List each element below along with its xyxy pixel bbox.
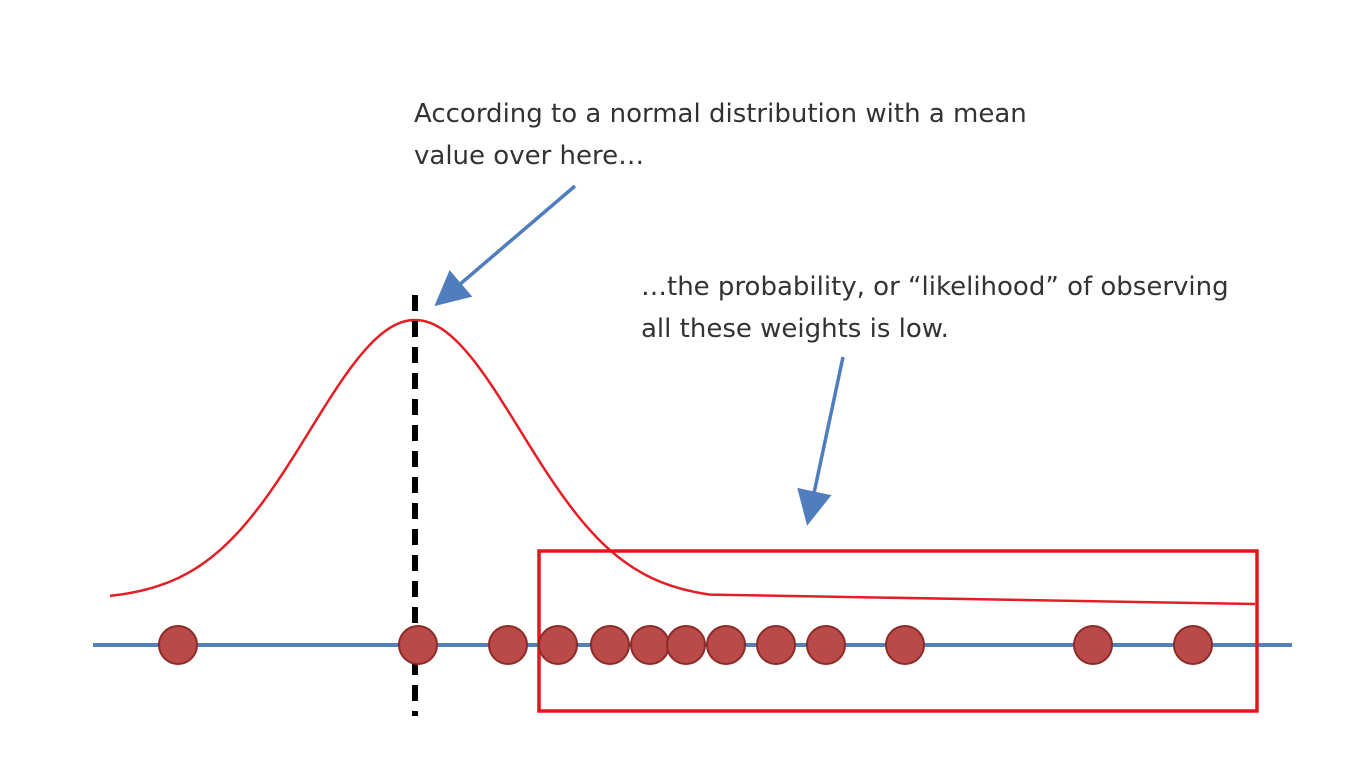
highlight-box	[537, 549, 1259, 713]
mean-annotation: According to a normal distribution with …	[414, 93, 1027, 177]
weight-point-4	[538, 625, 578, 665]
weight-point-8	[706, 625, 746, 665]
normal-distribution-curve	[109, 318, 1256, 606]
likelihood-annotation-line-2: all these weights is low.	[641, 314, 949, 344]
weight-point-10	[806, 625, 846, 665]
likelihood-annotation: …the probability, or “likelihood” of obs…	[641, 266, 1229, 350]
weight-point-3	[488, 625, 528, 665]
weight-point-2	[398, 625, 438, 665]
arrow-down-icon	[797, 356, 845, 526]
weight-point-9	[756, 625, 796, 665]
mean-annotation-line-2: value over here…	[414, 141, 645, 171]
weight-point-7	[666, 625, 706, 665]
likelihood-annotation-line-1: …the probability, or “likelihood” of obs…	[641, 272, 1229, 302]
weight-points	[158, 625, 1213, 665]
weight-point-6	[630, 625, 670, 665]
weight-point-5	[590, 625, 630, 665]
weight-point-1	[158, 625, 198, 665]
weight-point-12	[1073, 625, 1113, 665]
arrow-down-left-icon	[434, 184, 577, 307]
mean-annotation-line-1: According to a normal distribution with …	[414, 99, 1027, 129]
weight-point-13	[1173, 625, 1213, 665]
weight-point-11	[885, 625, 925, 665]
